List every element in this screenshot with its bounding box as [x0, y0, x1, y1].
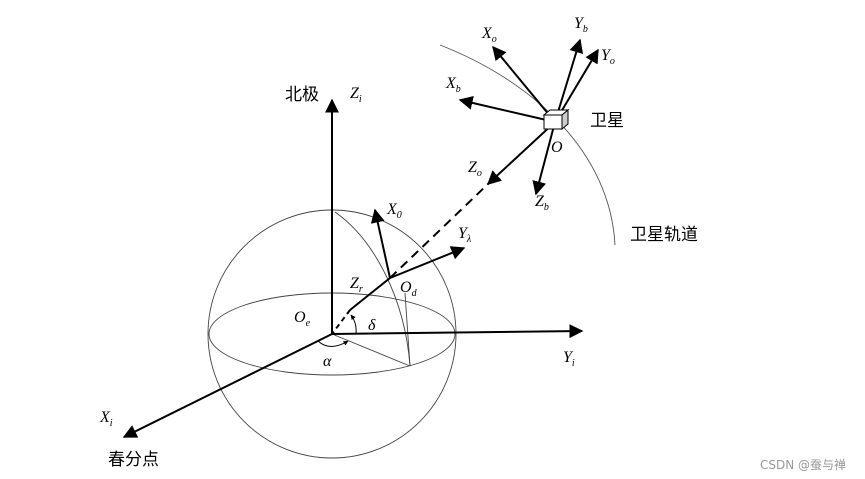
satellite-orbit — [439, 44, 616, 246]
o-label: O — [551, 139, 563, 156]
line-of-sight-dashed — [389, 183, 489, 279]
oe-label: Oe — [294, 309, 311, 329]
orbit-label: 卫星轨道 — [630, 225, 698, 245]
od-label: Od — [400, 279, 418, 299]
delta-label: δ — [368, 317, 376, 334]
zi-label: Zi — [350, 85, 362, 105]
yo-label: Yo — [601, 47, 615, 67]
zr-label: Zr — [350, 275, 363, 295]
watermark: CSDN @蚕与禅 — [760, 458, 846, 472]
yb-label: Yb — [574, 15, 588, 35]
x0-label: X0 — [386, 201, 402, 221]
xi-axis — [122, 333, 333, 438]
xb-label: Xb — [445, 75, 461, 95]
delta-arc — [350, 314, 357, 335]
declination-line — [404, 292, 411, 367]
projection-line — [331, 333, 411, 367]
yb-axis — [554, 38, 584, 123]
vernal-equinox-label: 春分点 — [108, 450, 159, 470]
satellite-label: 卫星 — [590, 111, 624, 131]
alpha-arc — [317, 340, 349, 347]
north-pole-label: 北极 — [285, 85, 319, 105]
zr-dashed — [331, 309, 351, 335]
zr-axis — [349, 277, 391, 311]
xb-axis — [458, 96, 556, 123]
meridian-arc — [334, 211, 411, 367]
ylam-axis — [389, 246, 466, 279]
zo-axis — [486, 121, 556, 185]
x0-axis — [370, 208, 391, 279]
yi-label: Yi — [563, 349, 575, 369]
xo-axis — [492, 45, 556, 123]
xi-label: Xi — [99, 409, 113, 429]
satellite-icon — [542, 108, 570, 131]
xo-label: Xo — [481, 25, 497, 45]
ylam-label: Yλ — [458, 225, 472, 245]
alpha-label: α — [323, 353, 332, 370]
zb-label: Zb — [535, 193, 549, 213]
zb-axis — [532, 121, 556, 196]
yi-axis — [331, 324, 584, 339]
zo-label: Zo — [468, 159, 482, 179]
